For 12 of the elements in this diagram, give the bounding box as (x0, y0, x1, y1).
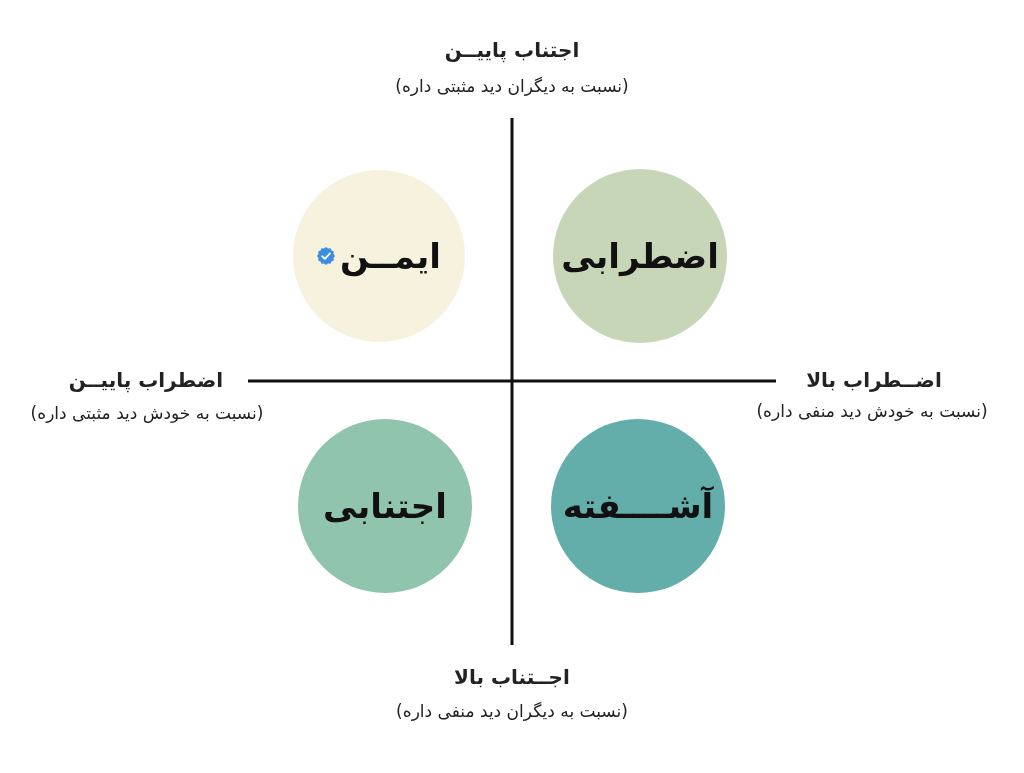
axis-label: اضــطراب بالا (806, 368, 942, 392)
axis-label: اجتناب پاییــن (444, 38, 580, 62)
quadrant-label: آشــــفته (562, 486, 714, 526)
axis-description: (نسبت به خودش دید مثبتی داره) (30, 403, 264, 423)
axis-label: اضطراب پاییــن (68, 368, 224, 392)
axis-description: (نسبت به دیگران دید منفی داره) (396, 701, 628, 721)
axis-label: اجــتناب بالا (454, 665, 570, 689)
quadrant-label: اضطرابی (561, 236, 719, 276)
axis-description: (نسبت به دیگران دید مثبتی داره) (395, 76, 629, 96)
quadrant-label: ایمــن (339, 236, 442, 276)
axis-description: (نسبت به خودش دید منفی داره) (756, 401, 988, 421)
quadrant-label: اجتنابی (323, 486, 447, 526)
